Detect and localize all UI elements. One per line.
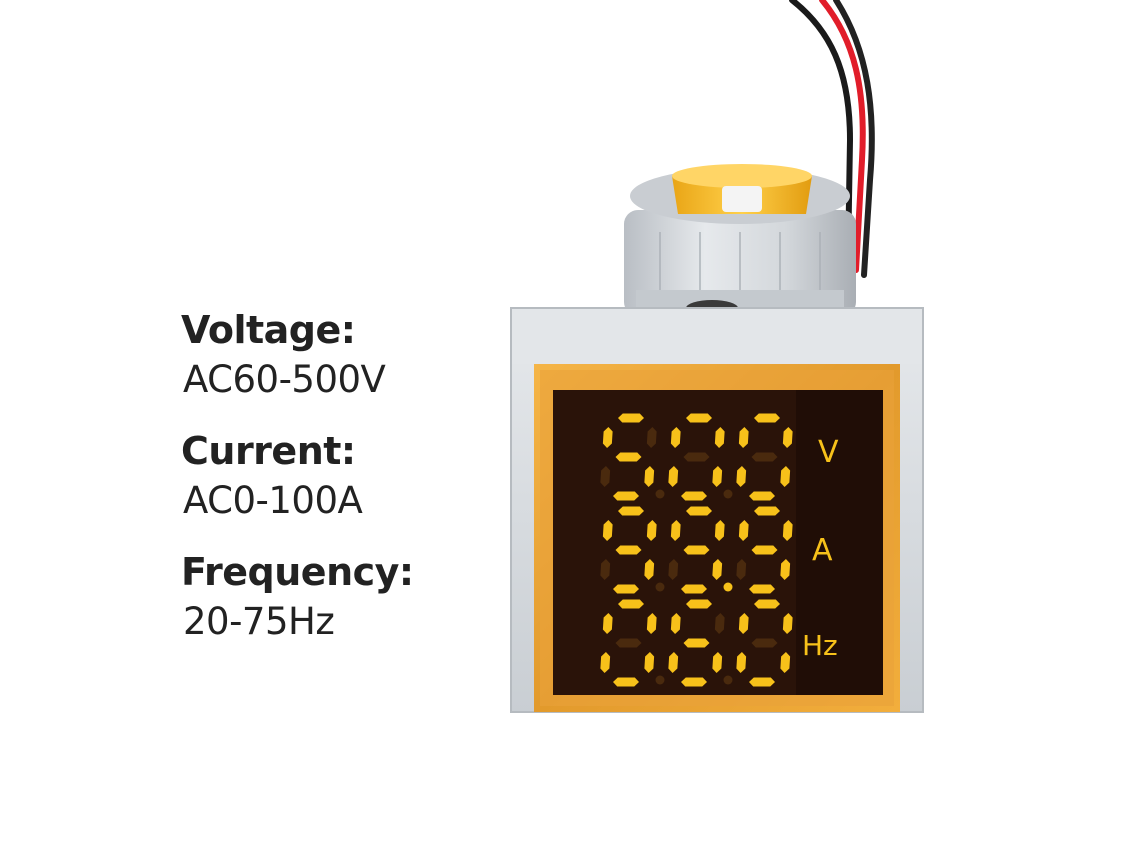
- row1-digit0-segment-d: [613, 584, 639, 594]
- row0-digit2-segment-b: [782, 427, 793, 448]
- spec-list: Voltage: AC60-500V Current: AC0-100A Fre…: [181, 308, 481, 671]
- row1-digit1-segment-f: [670, 520, 681, 541]
- spec-frequency-value: 20-75Hz: [183, 600, 335, 643]
- wires: [789, 0, 875, 278]
- spec-current: Current: AC0-100A: [181, 429, 481, 523]
- row1-digit2-segment-c: [780, 559, 791, 580]
- unit-hertz-label: Hz: [802, 629, 838, 662]
- row0-decimal-point-1: [723, 489, 733, 499]
- row0-digit1-segment-c: [712, 466, 723, 487]
- row2-digit1-segment-b: [714, 613, 725, 634]
- row0-digit2-segment-g: [751, 452, 778, 462]
- row0-digit1-segment-f: [670, 427, 681, 448]
- row0-digit2-segment-c: [780, 466, 791, 487]
- row2-decimal-point-1: [723, 675, 733, 685]
- row0-digit2-segment-f: [738, 427, 749, 448]
- row2-digit0-segment-e: [600, 652, 611, 673]
- unit-volts-label: V: [818, 435, 839, 470]
- row0-digit1-segment-b: [714, 427, 725, 448]
- row2-digit1-segment-a: [686, 599, 712, 609]
- row2-digit0-segment-g: [615, 638, 642, 648]
- row1-digit1-segment-d: [681, 584, 707, 594]
- meter-body: [624, 210, 856, 316]
- row0-digit1-segment-d: [681, 491, 707, 501]
- row1-digit0-segment-f: [602, 520, 613, 541]
- row0-digit0-segment-c: [644, 466, 655, 487]
- row1-digit1-segment-c: [712, 559, 723, 580]
- row2-digit1-segment-f: [670, 613, 681, 634]
- row2-digit2-segment-d: [749, 677, 775, 687]
- row2-digit0-segment-c: [644, 652, 655, 673]
- row0-digit2-segment-d: [749, 491, 775, 501]
- row2-digit0-segment-a: [618, 599, 644, 609]
- row2-digit0-segment-b: [646, 613, 657, 634]
- row2-digit1-segment-d: [681, 677, 707, 687]
- row0-digit0-segment-b: [646, 427, 657, 448]
- spec-frequency-label: Frequency:: [181, 550, 414, 594]
- spec-voltage: Voltage: AC60-500V: [181, 308, 481, 402]
- row1-digit0-segment-a: [618, 506, 644, 516]
- row0-digit0-segment-d: [613, 491, 639, 501]
- row2-digit1-segment-e: [668, 652, 679, 673]
- row1-digit2-segment-e: [736, 559, 747, 580]
- row0-decimal-point-0: [655, 489, 665, 499]
- row1-digit1-segment-b: [714, 520, 725, 541]
- row0-digit0-segment-g: [615, 452, 642, 462]
- row2-digit1-segment-g: [683, 638, 710, 648]
- row1-digit0-segment-g: [615, 545, 642, 555]
- row2-digit2-segment-a: [754, 599, 780, 609]
- spec-voltage-value: AC60-500V: [183, 358, 386, 401]
- row0-digit0-segment-f: [602, 427, 613, 448]
- seven-segment-display: [600, 413, 793, 687]
- row1-digit2-segment-a: [754, 506, 780, 516]
- row1-digit0-segment-c: [644, 559, 655, 580]
- row1-digit2-segment-f: [738, 520, 749, 541]
- row1-digit2-segment-g: [751, 545, 778, 555]
- row1-digit1-segment-e: [668, 559, 679, 580]
- row0-digit2-segment-a: [754, 413, 780, 423]
- spec-current-value: AC0-100A: [183, 479, 363, 522]
- row1-digit1-segment-g: [683, 545, 710, 555]
- row1-digit0-segment-b: [646, 520, 657, 541]
- row1-decimal-point-0: [655, 582, 665, 592]
- row1-digit2-segment-d: [749, 584, 775, 594]
- locking-nut: [630, 164, 850, 224]
- row2-digit1-segment-c: [712, 652, 723, 673]
- row0-digit1-segment-e: [668, 466, 679, 487]
- row1-digit2-segment-b: [782, 520, 793, 541]
- row1-decimal-point-1: [723, 582, 733, 592]
- row2-digit2-segment-f: [738, 613, 749, 634]
- row1-digit0-segment-e: [600, 559, 611, 580]
- unit-panel: [796, 390, 883, 695]
- unit-amps-label: A: [812, 533, 833, 568]
- spec-voltage-label: Voltage:: [181, 308, 356, 352]
- row2-digit0-segment-f: [602, 613, 613, 634]
- row2-decimal-point-0: [655, 675, 665, 685]
- row0-digit1-segment-g: [683, 452, 710, 462]
- row0-digit0-segment-e: [600, 466, 611, 487]
- row2-digit2-segment-b: [782, 613, 793, 634]
- row2-digit0-segment-d: [613, 677, 639, 687]
- row2-digit2-segment-c: [780, 652, 791, 673]
- spec-frequency: Frequency: 20-75Hz: [181, 550, 481, 644]
- row0-digit0-segment-a: [618, 413, 644, 423]
- row2-digit2-segment-e: [736, 652, 747, 673]
- row0-digit2-segment-e: [736, 466, 747, 487]
- row1-digit1-segment-a: [686, 506, 712, 516]
- row2-digit2-segment-g: [751, 638, 778, 648]
- spec-current-label: Current:: [181, 429, 356, 473]
- row0-digit1-segment-a: [686, 413, 712, 423]
